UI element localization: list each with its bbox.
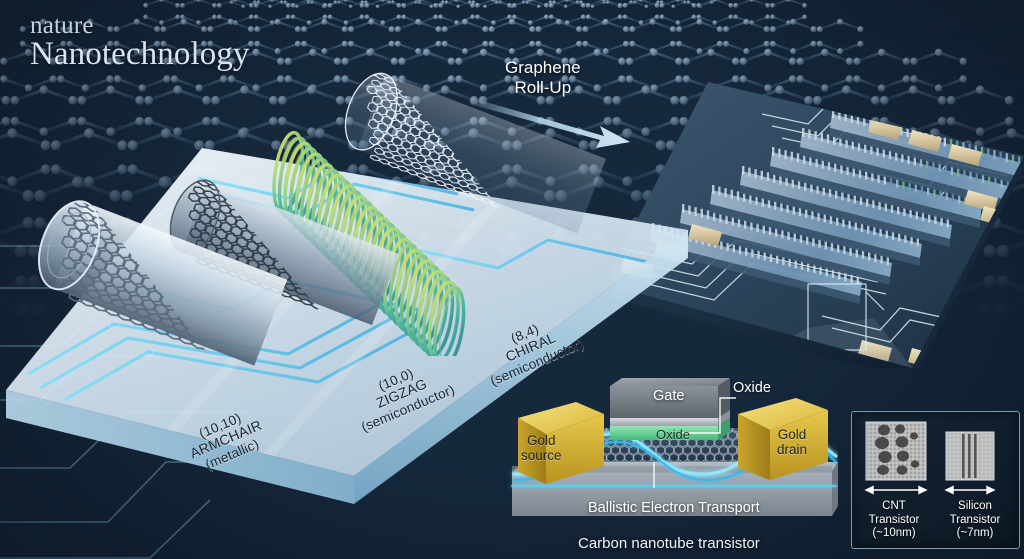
transistor-size-comparison-inset: CNT Transistor (~10nm) Silicon Transisto… [851,411,1020,549]
oxide-inner-label: Oxide [656,427,690,442]
oxide-callout-label: Oxide [733,380,771,396]
nanotube-graphene-rollup [344,69,607,251]
gold-drain-line-1: Gold [777,427,807,442]
rollup-line-2: Roll-Up [514,78,572,98]
gold-drain-line-2: drain [777,442,808,458]
cnt-name-line-2: Transistor [868,513,920,526]
silicon-size: (~7nm) [956,527,994,540]
double-arrow-icon [864,485,996,495]
gold-source-line-2: source [521,448,562,464]
gold-drain-block [738,398,828,480]
masthead-title: Nanotechnology [30,36,250,72]
cnt-size: (~10nm) [872,527,916,540]
inset-micrographs [864,421,996,495]
oxide-layer [610,418,730,440]
graphene-rollup-callout: Graphene Roll-Up [505,58,581,99]
silicon-name-line-2: Transistor [949,513,1001,526]
oxide-leader-line [682,397,736,434]
arrow-down-right-icon [470,98,630,148]
gold-source-label: Gold source [521,433,562,463]
transistor-caption: Carbon nanotube transistor [578,535,760,552]
silicon-transistor-label: Silicon Transistor (~7nm) [936,500,1014,541]
gate-label: Gate [653,388,685,404]
ballistic-transport-label: Ballistic Electron Transport [588,500,760,516]
journal-masthead: nature Nanotechnology [30,12,250,73]
silicon-name-line-1: Silicon [958,500,992,512]
cnt-transistor-label: CNT Transistor (~10nm) [856,500,932,541]
masthead-journal: nature [30,12,94,39]
nanotube-armchair [37,194,304,388]
cnt-name-line-1: CNT [882,500,906,512]
gold-source-line-1: Gold [527,433,556,448]
silicon-micrograph [945,431,995,481]
gate-block [610,378,730,426]
carbon-nanotube-transistor-diagram [510,378,838,516]
nanotube-zigzag [169,175,413,346]
cnt-micrograph [865,421,927,481]
rollup-line-1: Graphene [505,58,581,77]
nanotube-processor-chip [612,82,1024,368]
gold-drain-label: Gold drain [777,427,807,457]
gold-source-block [518,402,604,484]
